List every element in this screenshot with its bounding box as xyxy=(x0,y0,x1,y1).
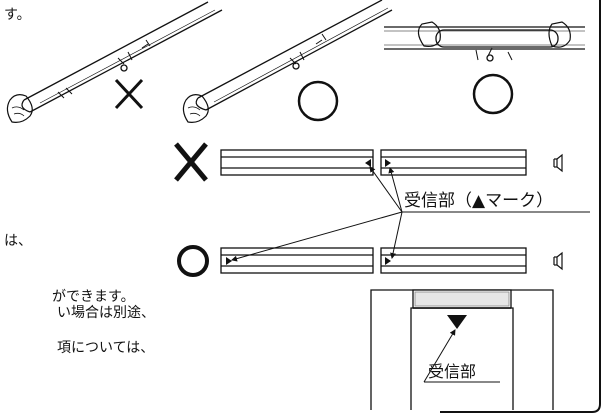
wrong-mark-2 xyxy=(174,142,208,182)
rail-illustration-horizontal xyxy=(384,21,585,62)
mount-cross-section xyxy=(370,289,554,410)
rail-correct-right xyxy=(380,247,527,274)
correct-mark-3 xyxy=(177,245,209,277)
text-line-3: ができます。 xyxy=(52,289,135,305)
rail-illustration-correct xyxy=(182,0,393,123)
rail-wrong-left xyxy=(220,149,374,176)
rail-correct-left xyxy=(220,247,374,274)
receiver-leader xyxy=(423,329,456,383)
correct-mark-2 xyxy=(472,73,514,115)
leader-lines xyxy=(231,166,590,262)
text-line-4: い場合は別途、 xyxy=(57,305,155,321)
wrong-mark-1 xyxy=(114,78,144,110)
text-line-5: 項については、 xyxy=(57,340,155,356)
receiver-triangle xyxy=(447,315,467,329)
receiver-marker-wrong-right xyxy=(385,159,391,167)
signal-icon-2 xyxy=(553,251,563,271)
receiver-marker-correct-left xyxy=(226,257,232,265)
receiver-marker-correct-right xyxy=(385,257,391,265)
receiver-label: 受信部 xyxy=(428,362,477,381)
signal-icon-1 xyxy=(553,153,563,173)
text-line-1: す。 xyxy=(4,7,31,23)
rail-wrong-right xyxy=(380,149,527,176)
correct-mark-1 xyxy=(297,80,339,122)
receiver-marker-wrong-left xyxy=(365,159,371,167)
receiver-mark-label: 受信部（▲マーク） xyxy=(404,191,554,211)
rail-illustration-wrong xyxy=(6,1,223,123)
page-frame-bottom xyxy=(440,403,601,413)
text-line-2: は、 xyxy=(4,233,32,249)
